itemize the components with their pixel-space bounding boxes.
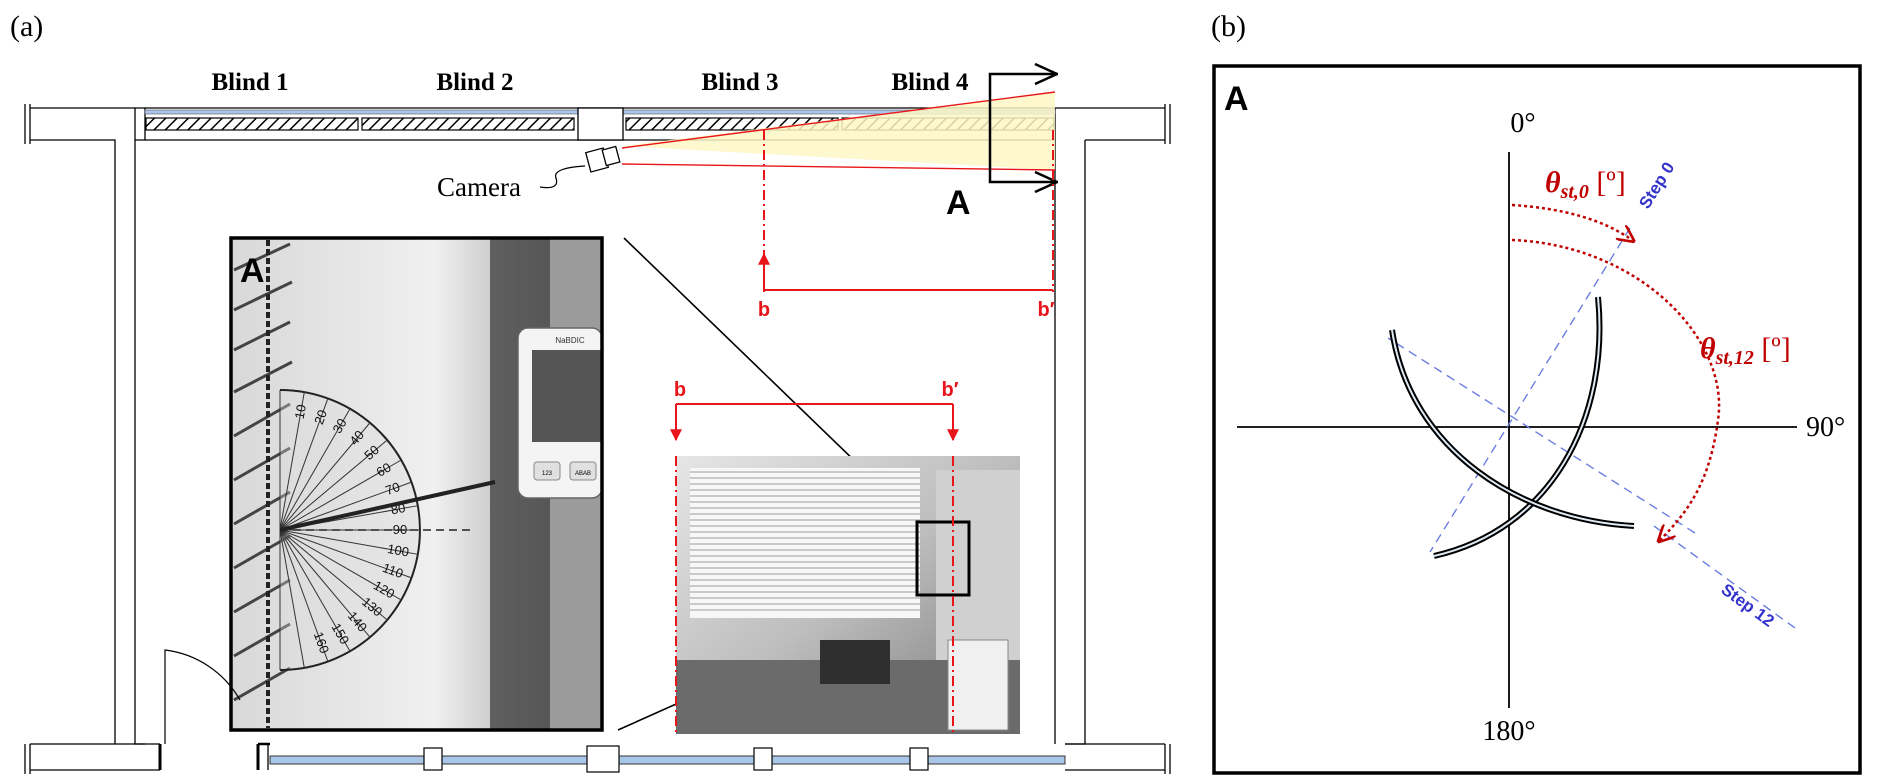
photo-printer — [947, 639, 1009, 731]
protractor-ray — [279, 459, 402, 531]
blind-labels: Blind 1 Blind 2 Blind 3 Blind 4 — [211, 69, 969, 96]
protractor-ray — [279, 529, 305, 668]
protractor-tick-label: 10 — [292, 403, 309, 420]
panel-b-frame — [1212, 64, 1862, 775]
inset-frame — [229, 236, 604, 732]
blind-2-slats — [361, 117, 575, 131]
protractor-ray — [279, 529, 418, 555]
slat-step-0-highlight — [1433, 296, 1601, 557]
panel-b: (b) A 0° 90° 180° θst,0 [º] θst,12 [º] S… — [1211, 10, 1862, 775]
photo-monitor — [820, 640, 890, 684]
bottom-mullions — [423, 745, 929, 773]
camera-fov-fill — [622, 92, 1055, 170]
theta-0-symbol: θ — [1545, 166, 1561, 199]
angle-label-90: 90° — [1806, 412, 1845, 443]
photo-dim-left-label: b — [674, 379, 686, 401]
device-button-1: 123 — [542, 471, 553, 477]
device-button-2: ABAB — [575, 471, 591, 477]
blind-slat-lines — [233, 242, 293, 702]
angle-label-0: 0° — [1510, 108, 1535, 139]
protractor-ray — [279, 481, 412, 531]
theta-12-arc — [1511, 238, 1721, 540]
window-column — [577, 107, 624, 141]
plan-dim-left-label: b — [758, 299, 770, 321]
room-photo — [675, 456, 1020, 734]
protractor-ray — [279, 408, 351, 531]
blind-3-label: Blind 3 — [701, 69, 778, 96]
window-glass-bottom — [269, 755, 1066, 765]
inset-marker-label: A — [240, 252, 265, 290]
protractor-ray — [279, 392, 305, 531]
theta-0-unit: [º] — [1589, 166, 1626, 199]
slat-step-12-highlight — [1391, 329, 1635, 527]
section-marker-label: A — [946, 184, 971, 222]
protractor-ray — [279, 529, 402, 601]
protractor-ray — [279, 529, 412, 579]
protractor-tick-label: 20 — [311, 408, 330, 427]
photo-dim-right-label: b′ — [941, 379, 958, 401]
panel-b-marker: A — [1224, 80, 1249, 118]
blind-1-label: Blind 1 — [211, 69, 288, 96]
photo-window-bright — [690, 468, 920, 618]
panel-b-label: (b) — [1211, 10, 1246, 43]
camera-icon — [584, 145, 621, 173]
camera-leader-line — [539, 165, 586, 189]
theta-12-unit: [º] — [1754, 332, 1791, 365]
protractor-tick-label: 110 — [381, 560, 406, 581]
photo-blind-slats — [690, 471, 920, 611]
protractor-ray — [279, 398, 329, 531]
blind-4-label: Blind 4 — [891, 69, 969, 96]
protractor-tick-label: 160 — [311, 630, 333, 656]
blind-2-label: Blind 2 — [436, 69, 513, 96]
theta-0-arc — [1511, 203, 1632, 240]
plan-dimension: b b′ — [758, 130, 1055, 321]
protractor-tick-label: 60 — [374, 459, 394, 479]
angle-label-180: 180° — [1482, 716, 1535, 747]
protractor-tick-label: 100 — [386, 541, 410, 560]
slat-angle-pointer — [279, 480, 496, 532]
sensor-device: NaBDIC 123 ABAB — [517, 327, 603, 499]
theta-12-label: θst,12 [º] — [1700, 332, 1791, 369]
theta-0-subscript: st,0 — [1560, 181, 1589, 203]
panel-a-label: (a) — [10, 10, 43, 43]
protractor-ray — [279, 529, 388, 621]
protractor-tick-label: 70 — [383, 479, 402, 498]
blind-1-slats — [145, 117, 359, 131]
protractor-ray — [279, 529, 371, 638]
protractor-ray — [279, 529, 329, 662]
section-marker: A — [946, 62, 1058, 222]
photo-dimension: b b′ — [670, 379, 959, 442]
theta-0-label: θst,0 [º] — [1545, 166, 1626, 203]
protractor-ray — [279, 422, 371, 531]
protractor-ray — [279, 439, 388, 531]
protractor-tick-label: 30 — [329, 416, 349, 436]
step-0-line — [1429, 227, 1631, 553]
theta-12-subscript: st,12 — [1715, 347, 1754, 369]
photo-crop-box — [915, 520, 971, 597]
photo-side-wall — [936, 470, 1020, 670]
step-12-line-a — [1387, 337, 1696, 534]
theta-12-symbol: θ — [1700, 332, 1716, 365]
device-brand: NaBDIC — [555, 336, 585, 345]
camera-label: Camera — [437, 172, 521, 202]
plan-dim-right-label: b′ — [1037, 299, 1054, 321]
bottom-wall — [24, 649, 1171, 774]
fov-lower-line — [621, 163, 1056, 171]
protractor-ray — [279, 529, 351, 652]
fov-upper-line — [621, 91, 1056, 149]
panel-a: (a) Bli — [10, 10, 1171, 774]
